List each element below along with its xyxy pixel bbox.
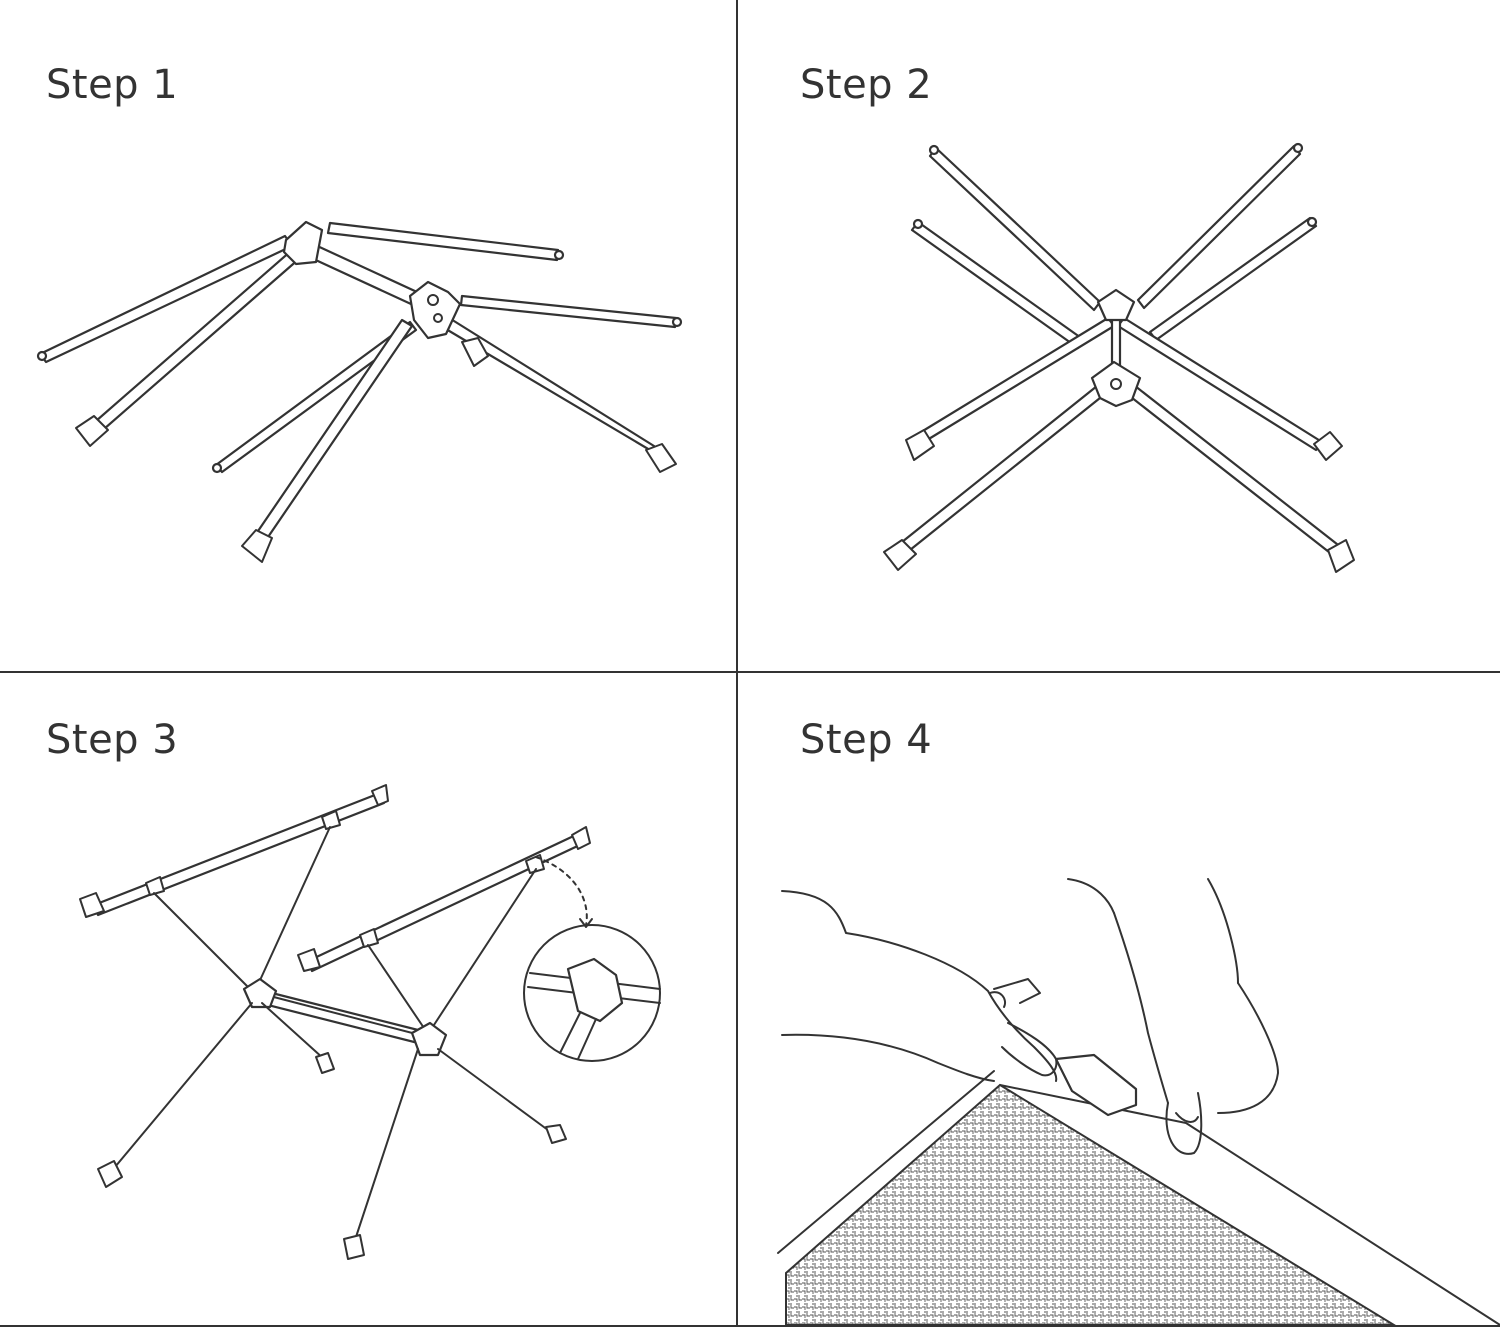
foot-cap (241, 529, 273, 563)
step-1-label: Step 1 (46, 62, 179, 108)
hub-joint (1090, 360, 1142, 408)
right-hand (1067, 878, 1279, 1155)
foot-cap (97, 1160, 123, 1188)
foot-cap (315, 1052, 335, 1074)
upper-rod (326, 221, 565, 262)
step-2-label: Step 2 (800, 62, 933, 108)
corner-clip (1054, 1053, 1138, 1117)
foot-cap (343, 1234, 365, 1260)
leg (86, 248, 302, 438)
hub-joint (408, 280, 462, 340)
step-3-panel: Step 3 (0, 673, 736, 1325)
hub-joint (282, 220, 324, 266)
foot-cap (545, 1124, 567, 1144)
step-4-label: Step 4 (800, 717, 933, 763)
step-4-illustration (777, 878, 1500, 1325)
step-3-label: Step 3 (46, 717, 179, 763)
foot-cap (75, 415, 109, 447)
leg (422, 304, 662, 458)
step-4-panel: Step 4 (738, 673, 1500, 1325)
foot-cap (1327, 539, 1355, 573)
vertical-divider (736, 0, 738, 1326)
step-2-panel: Step 2 (738, 0, 1500, 671)
horizontal-divider (0, 671, 1500, 673)
upper-rod (211, 320, 418, 474)
step-1-frame-illustration (36, 220, 683, 563)
foot-cap (1313, 431, 1343, 461)
detail-callout (523, 856, 661, 1062)
leg (1116, 316, 1324, 452)
foot-cap (883, 539, 917, 571)
table-fabric (785, 1083, 1396, 1325)
leg (1120, 380, 1344, 558)
leg (890, 380, 1112, 560)
bottom-divider (0, 1325, 1500, 1327)
foot-cap (645, 443, 677, 473)
top-rail (92, 791, 386, 917)
foot-cap (905, 429, 935, 461)
step-2-frame-illustration (883, 142, 1355, 573)
hub-joint (1096, 288, 1136, 322)
hub-joint (410, 1021, 448, 1057)
step-1-panel: Step 1 (0, 0, 736, 671)
upper-rod (459, 294, 683, 329)
left-hand (781, 890, 1058, 1082)
upper-rod (910, 220, 1086, 350)
leg (906, 316, 1116, 450)
hub-joint (242, 977, 278, 1009)
upper-rod (928, 146, 1102, 312)
step-3-frame-illustration (79, 784, 661, 1260)
